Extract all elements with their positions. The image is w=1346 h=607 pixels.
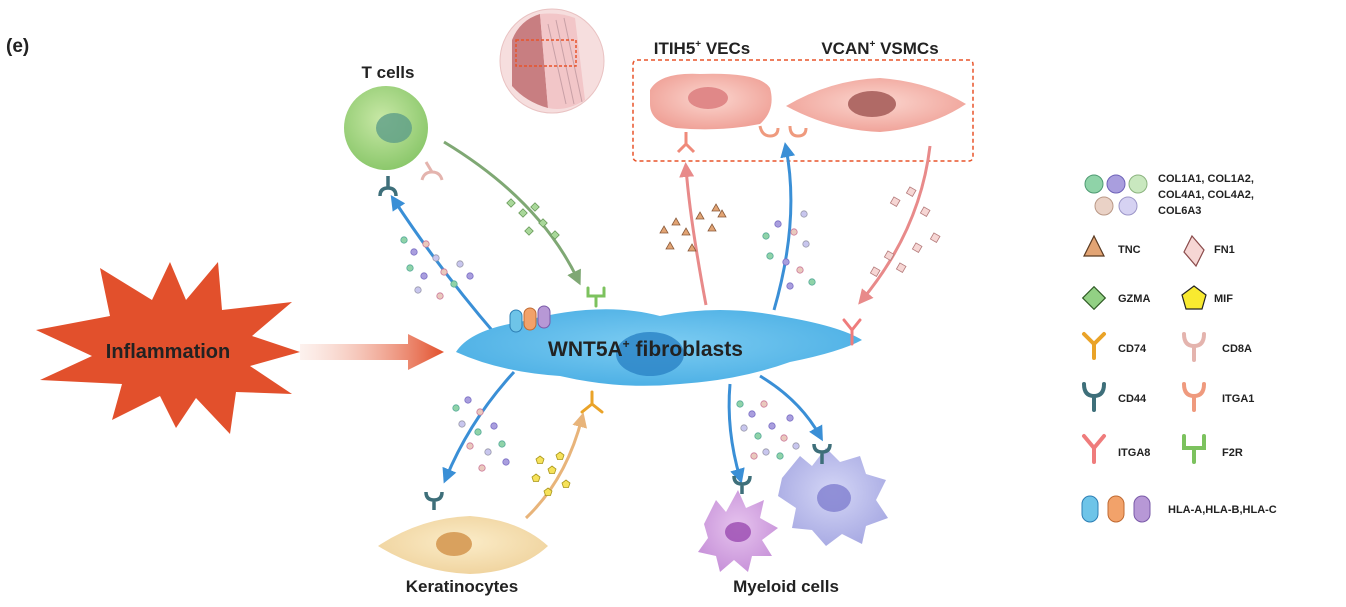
cd8a-receptor-icon	[420, 161, 444, 181]
inflammation-burst: Inflammation	[36, 262, 300, 434]
svg-text:GZMA: GZMA	[1118, 293, 1150, 305]
vcan-vsmc-cell: VCAN+ VSMCs	[786, 39, 966, 138]
svg-text:TNC: TNC	[1118, 244, 1141, 256]
arrow-fibroblast-to-myeloid-1	[727, 383, 745, 484]
fibroblast-label: WNT5A+ fibroblasts	[548, 337, 743, 361]
f2r-icon	[1182, 434, 1206, 464]
arrow-fibroblast-to-myeloid-2	[759, 374, 823, 442]
vcan-vsmcs-label: VCAN+ VSMCs	[821, 39, 938, 58]
mif-icon	[1181, 285, 1207, 310]
itga8-receptor-icon	[842, 318, 862, 346]
itih5-vec-cell: ITIH5+ VECs	[650, 39, 780, 154]
arrow-fibroblast-to-vecs	[679, 162, 708, 306]
legend: COL1A1, COL1A2, COL4A1, COL4A2, COL6A3 T…	[1081, 173, 1277, 523]
collagen-dots-keratinocyte	[452, 396, 510, 472]
cd74-receptor-icon	[580, 390, 604, 414]
arrow-tcells-to-fibroblast	[443, 140, 581, 286]
legend-cd8a: CD8A	[1182, 332, 1252, 362]
arrow-fibroblast-to-keratinocytes	[442, 370, 516, 484]
legend-fn1: FN1	[1183, 234, 1235, 268]
legend-hla: HLA-A,HLA-B,HLA-C	[1081, 495, 1277, 523]
hla-b-icon	[1107, 495, 1125, 523]
legend-collagen: COL1A1, COL1A2, COL4A1, COL4A2, COL6A3	[1084, 173, 1254, 217]
inflammation-arrow	[300, 334, 444, 370]
keratinocyte-cell: Keratinocytes	[378, 491, 548, 596]
hla-a-icon	[1081, 495, 1099, 523]
legend-cd44: CD44	[1082, 382, 1147, 412]
collagen-dots-myeloid	[736, 400, 800, 460]
gzma-dots	[506, 198, 560, 240]
wnt5a-fibroblast: WNT5A+ fibroblasts	[456, 305, 862, 386]
hla-receptors-icon	[509, 305, 551, 333]
inflammation-label: Inflammation	[106, 341, 230, 363]
ligand-dots	[400, 186, 941, 496]
svg-text:CD44: CD44	[1118, 393, 1147, 405]
panel-label: (e)	[6, 36, 29, 57]
tissue-inset-image	[499, 8, 605, 114]
collagen-dots-tcell	[400, 236, 474, 300]
legend-itga8: ITGA8	[1082, 434, 1150, 464]
legend-collagen-line2: COL4A1, COL4A2,	[1158, 189, 1254, 201]
svg-text:FN1: FN1	[1214, 244, 1235, 256]
fn1-icon	[1183, 234, 1205, 268]
cd44-icon	[1082, 382, 1106, 412]
tnc-dots	[659, 203, 727, 252]
legend-f2r: F2R	[1182, 434, 1243, 464]
gzma-icon	[1081, 285, 1107, 311]
cd8a-icon	[1182, 332, 1206, 362]
itga1-icon	[1182, 382, 1206, 412]
cd74-icon	[1082, 332, 1106, 360]
fibroblast-receptors	[580, 286, 862, 414]
svg-text:ITGA8: ITGA8	[1118, 447, 1150, 459]
legend-collagen-line1: COL1A1, COL1A2,	[1158, 173, 1254, 185]
arrow-keratinocytes-to-fibroblast	[524, 412, 588, 520]
svg-text:HLA-A,HLA-B,HLA-C: HLA-A,HLA-B,HLA-C	[1168, 504, 1277, 516]
legend-cd74: CD74	[1082, 332, 1147, 360]
fn1-dots	[869, 186, 941, 278]
svg-text:ITGA1: ITGA1	[1222, 393, 1254, 405]
t-cell: T cells	[344, 63, 444, 197]
keratinocytes-label: Keratinocytes	[406, 577, 518, 596]
itga8-icon	[1082, 434, 1106, 464]
legend-collagen-line3: COL6A3	[1158, 205, 1201, 217]
legend-mif: MIF	[1181, 285, 1233, 310]
arrow-vsmcs-to-fibroblast	[858, 145, 932, 305]
itih5-vecs-label: ITIH5+ VECs	[654, 39, 751, 58]
legend-gzma: GZMA	[1081, 285, 1150, 311]
f2r-receptor-icon	[586, 286, 606, 308]
arrow-fibroblast-to-vsmcs	[772, 142, 796, 311]
svg-text:MIF: MIF	[1214, 293, 1233, 305]
collagen-dots-vsmc	[762, 210, 816, 290]
legend-tnc: TNC	[1083, 234, 1141, 257]
tnc-icon	[1083, 234, 1105, 257]
legend-itga1: ITGA1	[1182, 382, 1254, 412]
svg-text:F2R: F2R	[1222, 447, 1243, 459]
t-cells-label: T cells	[362, 63, 415, 82]
myeloid-cells-label: Myeloid cells	[733, 577, 839, 596]
cd44-receptor-icon	[378, 176, 398, 197]
hla-c-icon	[1133, 495, 1151, 523]
vascular-cells-box	[632, 59, 974, 162]
myeloid-cells: Myeloid cells	[698, 443, 888, 596]
mif-dots	[531, 451, 571, 496]
svg-text:CD8A: CD8A	[1222, 343, 1252, 355]
svg-text:CD74: CD74	[1118, 343, 1147, 355]
